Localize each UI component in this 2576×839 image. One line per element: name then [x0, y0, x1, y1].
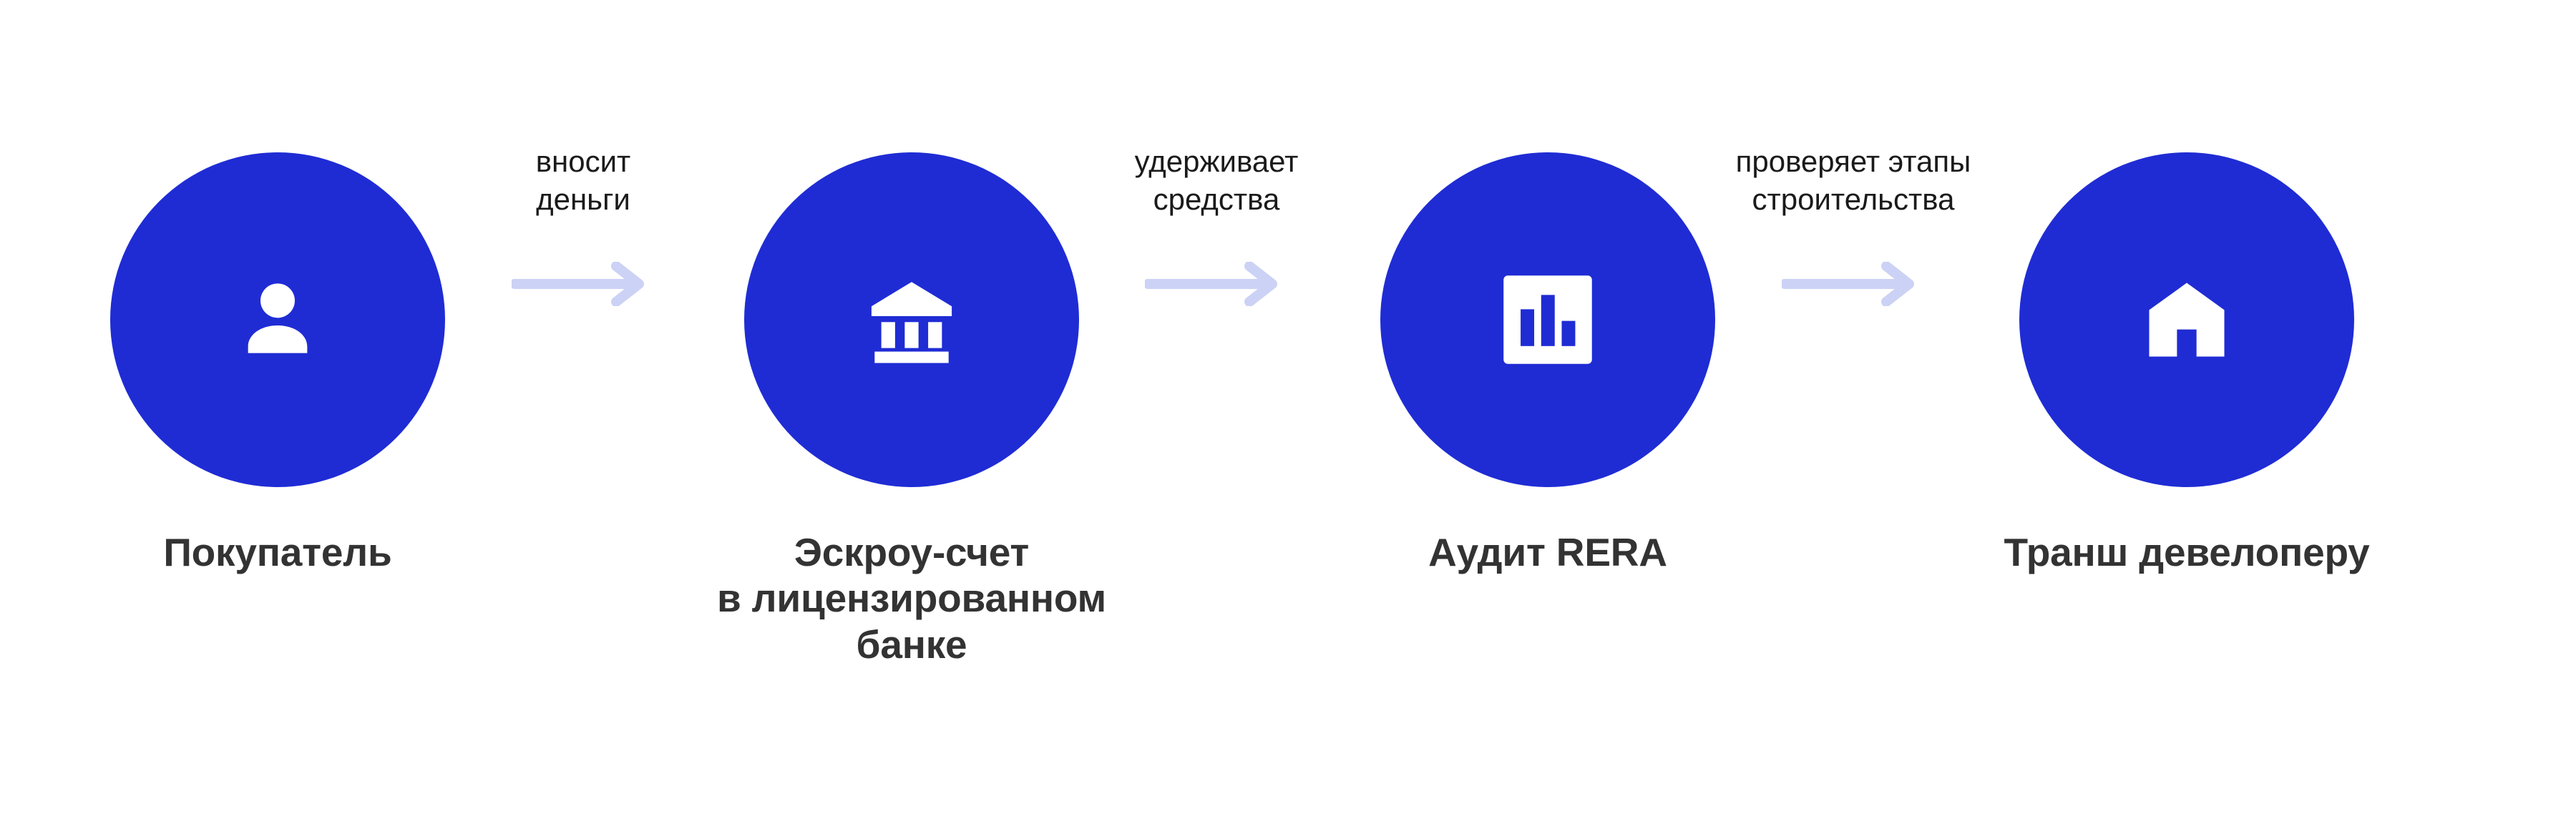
- person-icon: [248, 283, 308, 353]
- arrow-right-icon: [1782, 261, 1914, 306]
- flow-node-escrow-account: Эскроу-счет в лицензированном банке: [717, 152, 1106, 667]
- bar-chart-icon: [1503, 275, 1592, 364]
- node-circle-rera-audit: [1380, 152, 1715, 487]
- node-circle-buyer: [110, 152, 445, 487]
- bank-icon: [871, 282, 952, 363]
- node-label-buyer: Покупатель: [163, 530, 392, 574]
- flow-node-buyer: Покупатель: [110, 152, 445, 575]
- flow-node-rera-audit: Аудит RERA: [1380, 152, 1715, 575]
- flow-connector-audit-to-tranche: проверяет этапы строительства: [1732, 144, 1975, 306]
- connector-label-audit-to-tranche: проверяет этапы строительства: [1735, 144, 1971, 216]
- node-circle-escrow-account: [744, 152, 1079, 487]
- node-circle-developer-tranche: [2019, 152, 2354, 487]
- arrow-right-icon: [512, 261, 644, 306]
- node-label-rera-audit: Аудит RERA: [1428, 530, 1667, 574]
- node-label-escrow-account: Эскроу-счет в лицензированном банке: [716, 530, 1107, 667]
- flow-node-developer-tranche: Транш девелоперу: [2004, 152, 2370, 575]
- connector-label-escrow-to-audit: удерживает средства: [1134, 144, 1299, 216]
- arrow-right-icon: [1145, 261, 1277, 306]
- home-icon: [2149, 283, 2225, 357]
- flow-connector-escrow-to-audit: удерживает средства: [1095, 144, 1338, 306]
- connector-label-buyer-to-escrow: вносит деньги: [535, 144, 631, 216]
- flow-connector-buyer-to-escrow: вносит деньги: [462, 144, 705, 306]
- node-label-developer-tranche: Транш девелоперу: [2004, 530, 2370, 574]
